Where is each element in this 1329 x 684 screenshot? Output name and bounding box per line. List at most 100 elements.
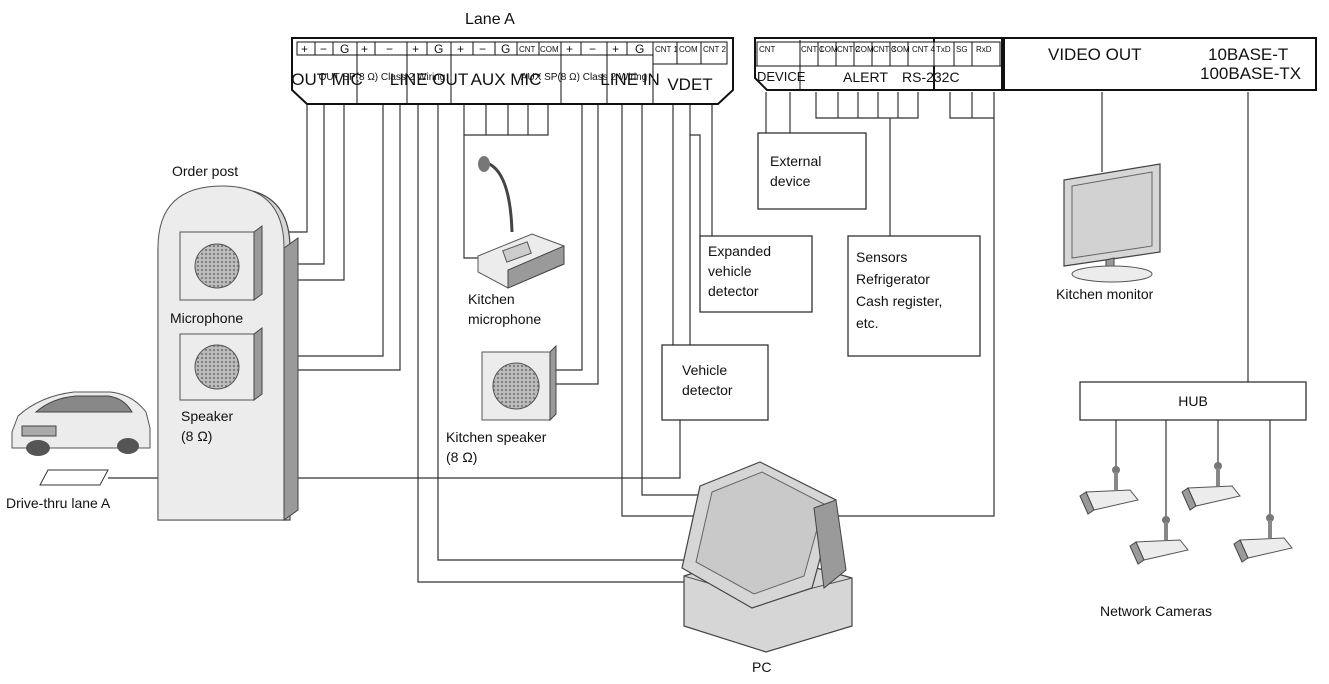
label-aux-sp-plus: + [566, 42, 573, 56]
external-device-frame [757, 132, 867, 210]
kitchen-speaker: Kitchen speaker (8 Ω) [446, 344, 557, 465]
video-out-label: VIDEO OUT [1048, 45, 1142, 64]
terminal-vdet-cnt2[interactable] [700, 41, 728, 65]
monitor-screen [1071, 171, 1153, 259]
pc-screen [695, 471, 825, 595]
camera-3-pole [1216, 468, 1220, 486]
wire-kitchen-mic [463, 135, 478, 259]
group-aux-sp: AUX SP(8 Ω) Class 2 Wiring [521, 72, 647, 83]
output-panel-frame [1003, 37, 1317, 91]
lane-terminal-labels: + − G + − + G + − G CNT COM + − + G CNT … [301, 42, 727, 56]
control-panel: CNT CNT 1 COM CNT 2 COM CNT 3 COM CNT 4 … [754, 37, 1003, 91]
vehicle-detector-line2: detector [682, 382, 733, 398]
group-out-sp: OUT SP(8 Ω) Class 2 Wiring [319, 72, 446, 83]
kitchen-speaker-grille-dots [493, 363, 539, 409]
vehicle-detector-frame [661, 344, 769, 421]
speaker-grille-dots [195, 345, 239, 389]
control-group-labels: DEVICE ALERT RS-232C [757, 69, 960, 85]
label-alert-cnt2: CNT 2 [837, 45, 861, 54]
expanded-vd-frame [699, 235, 813, 313]
hub-frame [1079, 381, 1307, 421]
label-aux-mic-cnt: CNT [519, 45, 536, 54]
wire-aux-sp-plus [556, 105, 583, 371]
mic-base-side [507, 245, 565, 289]
hub-box: HUB [1079, 381, 1307, 421]
sensors-line2: Refrigerator [856, 271, 930, 287]
camera-icon [1233, 514, 1293, 563]
group-vdet: VDET [667, 75, 712, 94]
wire-alert-comb [815, 92, 919, 119]
kitchen-monitor-label: Kitchen monitor [1056, 286, 1154, 302]
ethernet-label-1: 10BASE-T [1208, 45, 1288, 64]
camera-4-body [1239, 537, 1293, 559]
label-aux-sp-minus: − [589, 42, 596, 56]
label-alert-com3: COM [891, 45, 910, 54]
speaker-impedance: (8 Ω) [181, 428, 212, 444]
car-wheel-front [26, 440, 50, 456]
camera-2-lens [1129, 541, 1145, 565]
sensors-line4: etc. [856, 315, 879, 331]
lane-group-labels: OUT MIC OUT SP(8 Ω) Class 2 Wiring LINE … [291, 70, 712, 94]
hub-label: HUB [1178, 393, 1208, 409]
ground-loop-icon [39, 469, 109, 486]
label-device-cnt: CNT [759, 45, 776, 54]
terminal-device-cnt[interactable] [756, 41, 801, 67]
kitchen-speaker-side [549, 344, 557, 422]
sensors-box: Sensors Refrigerator Cash register, etc. [847, 235, 981, 357]
network-cameras-label: Network Cameras [1100, 603, 1212, 619]
label-out-sp-plus: + [361, 42, 368, 56]
car-wheel-rear [117, 438, 139, 454]
car-windshield [34, 395, 133, 413]
wire-line-in-g [641, 105, 710, 496]
label-line-out-plus: + [412, 42, 419, 56]
label-vdet-com: COM [679, 45, 698, 54]
wires [108, 92, 1271, 583]
terminal-rxd[interactable] [971, 41, 1001, 67]
gooseneck [483, 160, 514, 233]
external-device-line1: External [770, 153, 821, 169]
group-aux-mic: AUX MIC [471, 70, 542, 89]
kitchen-mic-label-1: Kitchen [468, 291, 515, 307]
expanded-vd-line2: vehicle [708, 263, 752, 279]
label-alert-com2: COM [855, 45, 874, 54]
drive-thru-label: Drive-thru lane A [6, 495, 111, 511]
label-aux-mic-g: G [501, 42, 510, 56]
sensors-line1: Sensors [856, 249, 907, 265]
label-alert-cnt4: CNT 4 [912, 45, 936, 54]
sensors-line3: Cash register, [856, 293, 942, 309]
kitchen-speaker-label-1: Kitchen speaker [446, 429, 547, 445]
label-line-out-g: G [434, 42, 443, 56]
speaker-label: Speaker [181, 408, 233, 424]
camera-3-lens [1181, 487, 1197, 511]
wire-line-out-g [437, 105, 690, 561]
ethernet-label-2: 100BASE-TX [1200, 64, 1301, 83]
vehicle-detector-box: Vehicle detector [661, 344, 769, 421]
output-panel: VIDEO OUT 10BASE-T 100BASE-TX [1003, 37, 1317, 91]
network-cameras: Network Cameras [1079, 462, 1293, 619]
pc-icon: PC [681, 461, 853, 675]
label-out-mic-g: G [340, 42, 349, 56]
camera-icon [1129, 516, 1189, 565]
wire-vehicle-loop [108, 420, 681, 479]
group-line-out: LINE OUT [390, 70, 468, 89]
camera-2-body [1135, 539, 1189, 561]
label-sg: SG [956, 45, 968, 54]
label-aux-mic-com: COM [540, 45, 559, 54]
microphone-side [253, 225, 263, 301]
camera-icon [1079, 466, 1139, 515]
label-line-in-plus: + [612, 42, 619, 56]
control-terminal-labels: CNT CNT 1 COM CNT 2 COM CNT 3 COM CNT 4 … [759, 45, 992, 54]
wire-line-in-plus [621, 105, 718, 517]
lane-group-separators [356, 55, 654, 104]
car-icon [11, 391, 151, 486]
label-txd: TxD [936, 45, 951, 54]
order-post-side [283, 237, 299, 521]
label-aux-mic-minus: − [479, 42, 486, 56]
camera-4-pole [1268, 520, 1272, 538]
label-vdet-cnt2: CNT 2 [703, 45, 727, 54]
external-device-line2: device [770, 173, 811, 189]
camera-4-lens [1233, 539, 1249, 563]
lane-panel: + − G + − + G + − G CNT COM + − + G CNT … [291, 37, 734, 105]
